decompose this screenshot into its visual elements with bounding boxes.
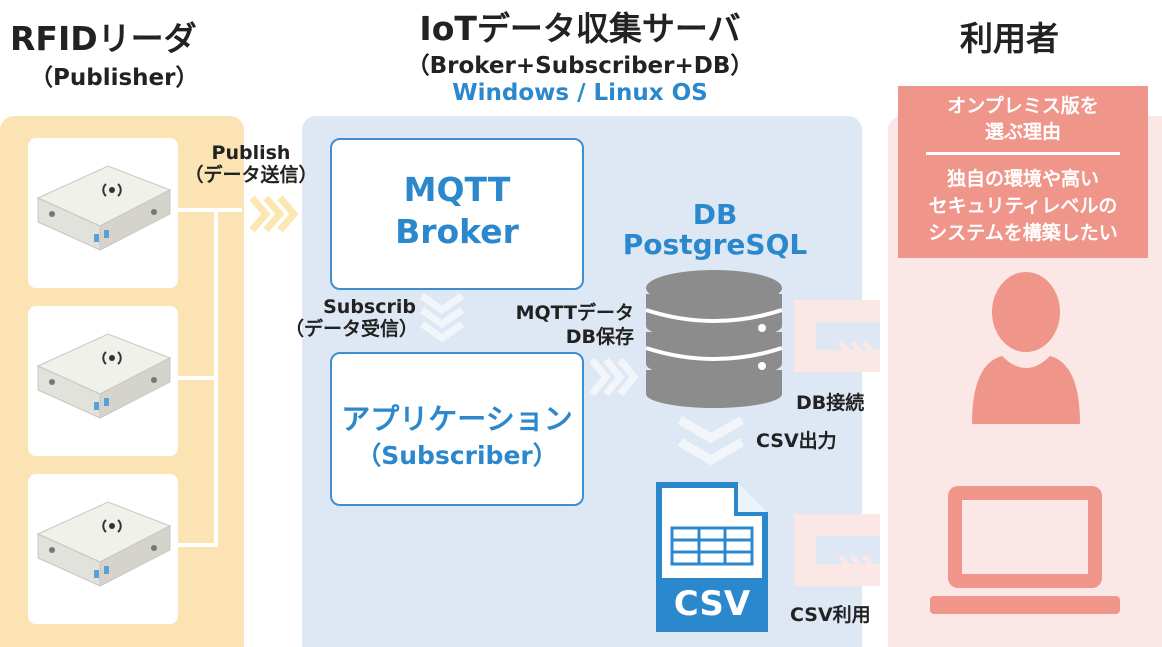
- rfid-reader-icon: [36, 501, 172, 587]
- app-line-2: （Subscriber）: [356, 441, 558, 470]
- reason-divider: [926, 152, 1120, 155]
- publish-arrow-icon: [250, 196, 298, 232]
- rfid-reader-icon: [36, 165, 172, 251]
- laptop-icon: [930, 486, 1120, 614]
- subscrib-label: Subscrib: [323, 296, 416, 318]
- csv-file-label: CSV: [673, 584, 751, 624]
- subscrib-sublabel: （データ受信）: [284, 318, 418, 340]
- rfid-reader-icon: [36, 333, 172, 419]
- csv-file-icon: [656, 482, 768, 632]
- reason-title-1: オンプレミス版を: [947, 95, 1099, 117]
- subscribe-arrow-icon: [420, 293, 464, 343]
- os-label: Windows / Linux OS: [452, 80, 708, 106]
- database-icon: [645, 270, 783, 408]
- csv-use-label: CSV利用: [790, 604, 871, 626]
- csv-output-arrow-icon: [677, 416, 745, 466]
- rfid-reader-1: [28, 138, 178, 288]
- db-save-label: MQTTデータ: [515, 302, 634, 324]
- mid-title: IoTデータ収集サーバ: [419, 9, 741, 48]
- rfid-reader-2: [28, 306, 178, 456]
- publish-label: Publish: [211, 142, 291, 164]
- user-icon: [972, 272, 1080, 424]
- left-subtitle: （Publisher）: [30, 65, 199, 91]
- csv-output-label: CSV出力: [756, 430, 837, 452]
- reason-body-1: 独自の環境や高い: [946, 168, 1099, 190]
- db-connect-label: DB接続: [796, 392, 865, 414]
- right-title: 利用者: [960, 19, 1059, 58]
- broker-line-1: MQTT: [403, 170, 511, 209]
- device-connector-lines: [178, 208, 242, 547]
- db-save-arrow-icon: [590, 358, 638, 396]
- db-save-sublabel: DB保存: [565, 326, 634, 348]
- user-connectors: [794, 300, 880, 586]
- broker-line-2: Broker: [395, 212, 519, 251]
- rfid-reader-3: [28, 474, 178, 624]
- db-label: DB: [692, 198, 738, 231]
- application-box: アプリケーション （Subscriber）: [330, 352, 584, 506]
- reason-title-2: 選ぶ理由: [984, 121, 1061, 143]
- db-name-label: PostgreSQL: [622, 228, 808, 261]
- mid-subtitle: （Broker+Subscriber+DB）: [406, 53, 754, 79]
- mqtt-broker-box: MQTT Broker: [330, 138, 584, 290]
- reason-body-2: セキュリティレベルの: [928, 195, 1118, 217]
- reason-body-3: システムを構築したい: [928, 222, 1118, 244]
- app-line-1: アプリケーション: [341, 402, 573, 436]
- left-title: RFIDリーダ: [10, 19, 197, 58]
- reason-box: オンプレミス版を 選ぶ理由 独自の環境や高い セキュリティレベルの システムを構…: [898, 86, 1148, 258]
- publish-sublabel: （データ送信）: [184, 164, 318, 186]
